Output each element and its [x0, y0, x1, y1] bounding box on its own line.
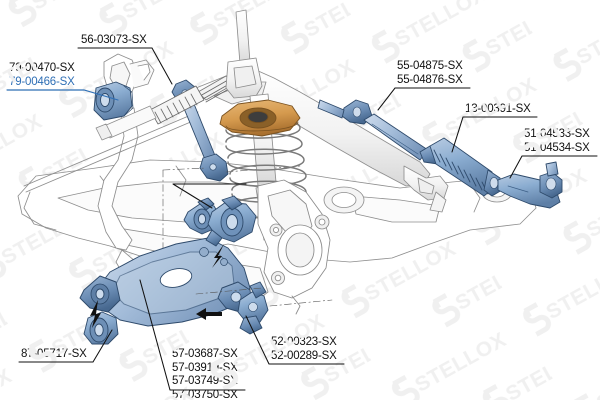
control-arm-rear-bush-callout: [83, 311, 119, 345]
highlighted-leader: [6, 89, 119, 101]
steering-knuckle: [257, 179, 331, 315]
rack-boot-left-bellows: [149, 85, 205, 125]
arrow-bush-to-arm: [212, 244, 224, 268]
arrow-rear-bush: [90, 300, 101, 328]
rack-shaft-left: [95, 105, 157, 141]
outer-tie-rod-end: [497, 161, 563, 209]
front-lower-control-arm: [79, 237, 253, 327]
ball-joint-callout: [237, 281, 269, 335]
strut-mount: [219, 99, 301, 137]
stabilizer-bar-arm: [23, 111, 201, 193]
steering-rack-boot: [429, 137, 503, 197]
arrow-ball-joint: [196, 308, 222, 320]
control-arm-bush-callout: [205, 195, 257, 247]
ball-joint-guides: [195, 287, 333, 307]
